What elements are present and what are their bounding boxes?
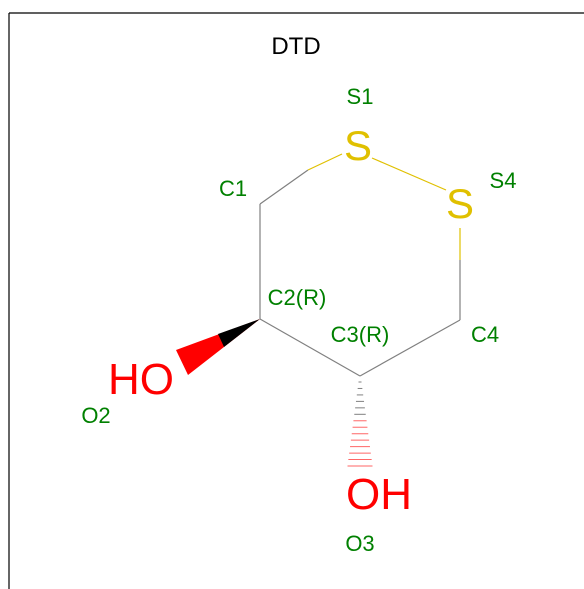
atom-label-c2: C2(R) bbox=[268, 285, 327, 310]
bond-c3-c4 bbox=[359, 319, 461, 377]
bond-s1-s4 bbox=[371, 157, 447, 191]
hashed-bond-c3-o3 bbox=[347, 381, 373, 467]
bond-c1-s1 bbox=[259, 169, 309, 205]
element-o2: HO bbox=[108, 355, 174, 404]
atom-label-c1: C1 bbox=[219, 176, 247, 201]
atom-label-s1: S1 bbox=[347, 84, 374, 109]
bond-c1-s1-sulfur-half bbox=[307, 153, 343, 171]
bond-c2-c3 bbox=[259, 318, 361, 377]
atom-label-c4: C4 bbox=[471, 322, 499, 347]
element-s4: S bbox=[446, 180, 474, 227]
element-s1: S bbox=[344, 122, 372, 169]
diagram-title: DTD bbox=[271, 33, 320, 60]
atom-label-o2: O2 bbox=[81, 403, 110, 428]
wedge-bond-c2-o2-carbon-part bbox=[218, 319, 260, 347]
atom-label-o3: O3 bbox=[345, 531, 374, 556]
atom-label-s4: S4 bbox=[490, 168, 517, 193]
ring-bonds bbox=[259, 153, 461, 377]
atom-label-c3: C3(R) bbox=[331, 322, 390, 347]
element-o3: OH bbox=[346, 470, 412, 519]
